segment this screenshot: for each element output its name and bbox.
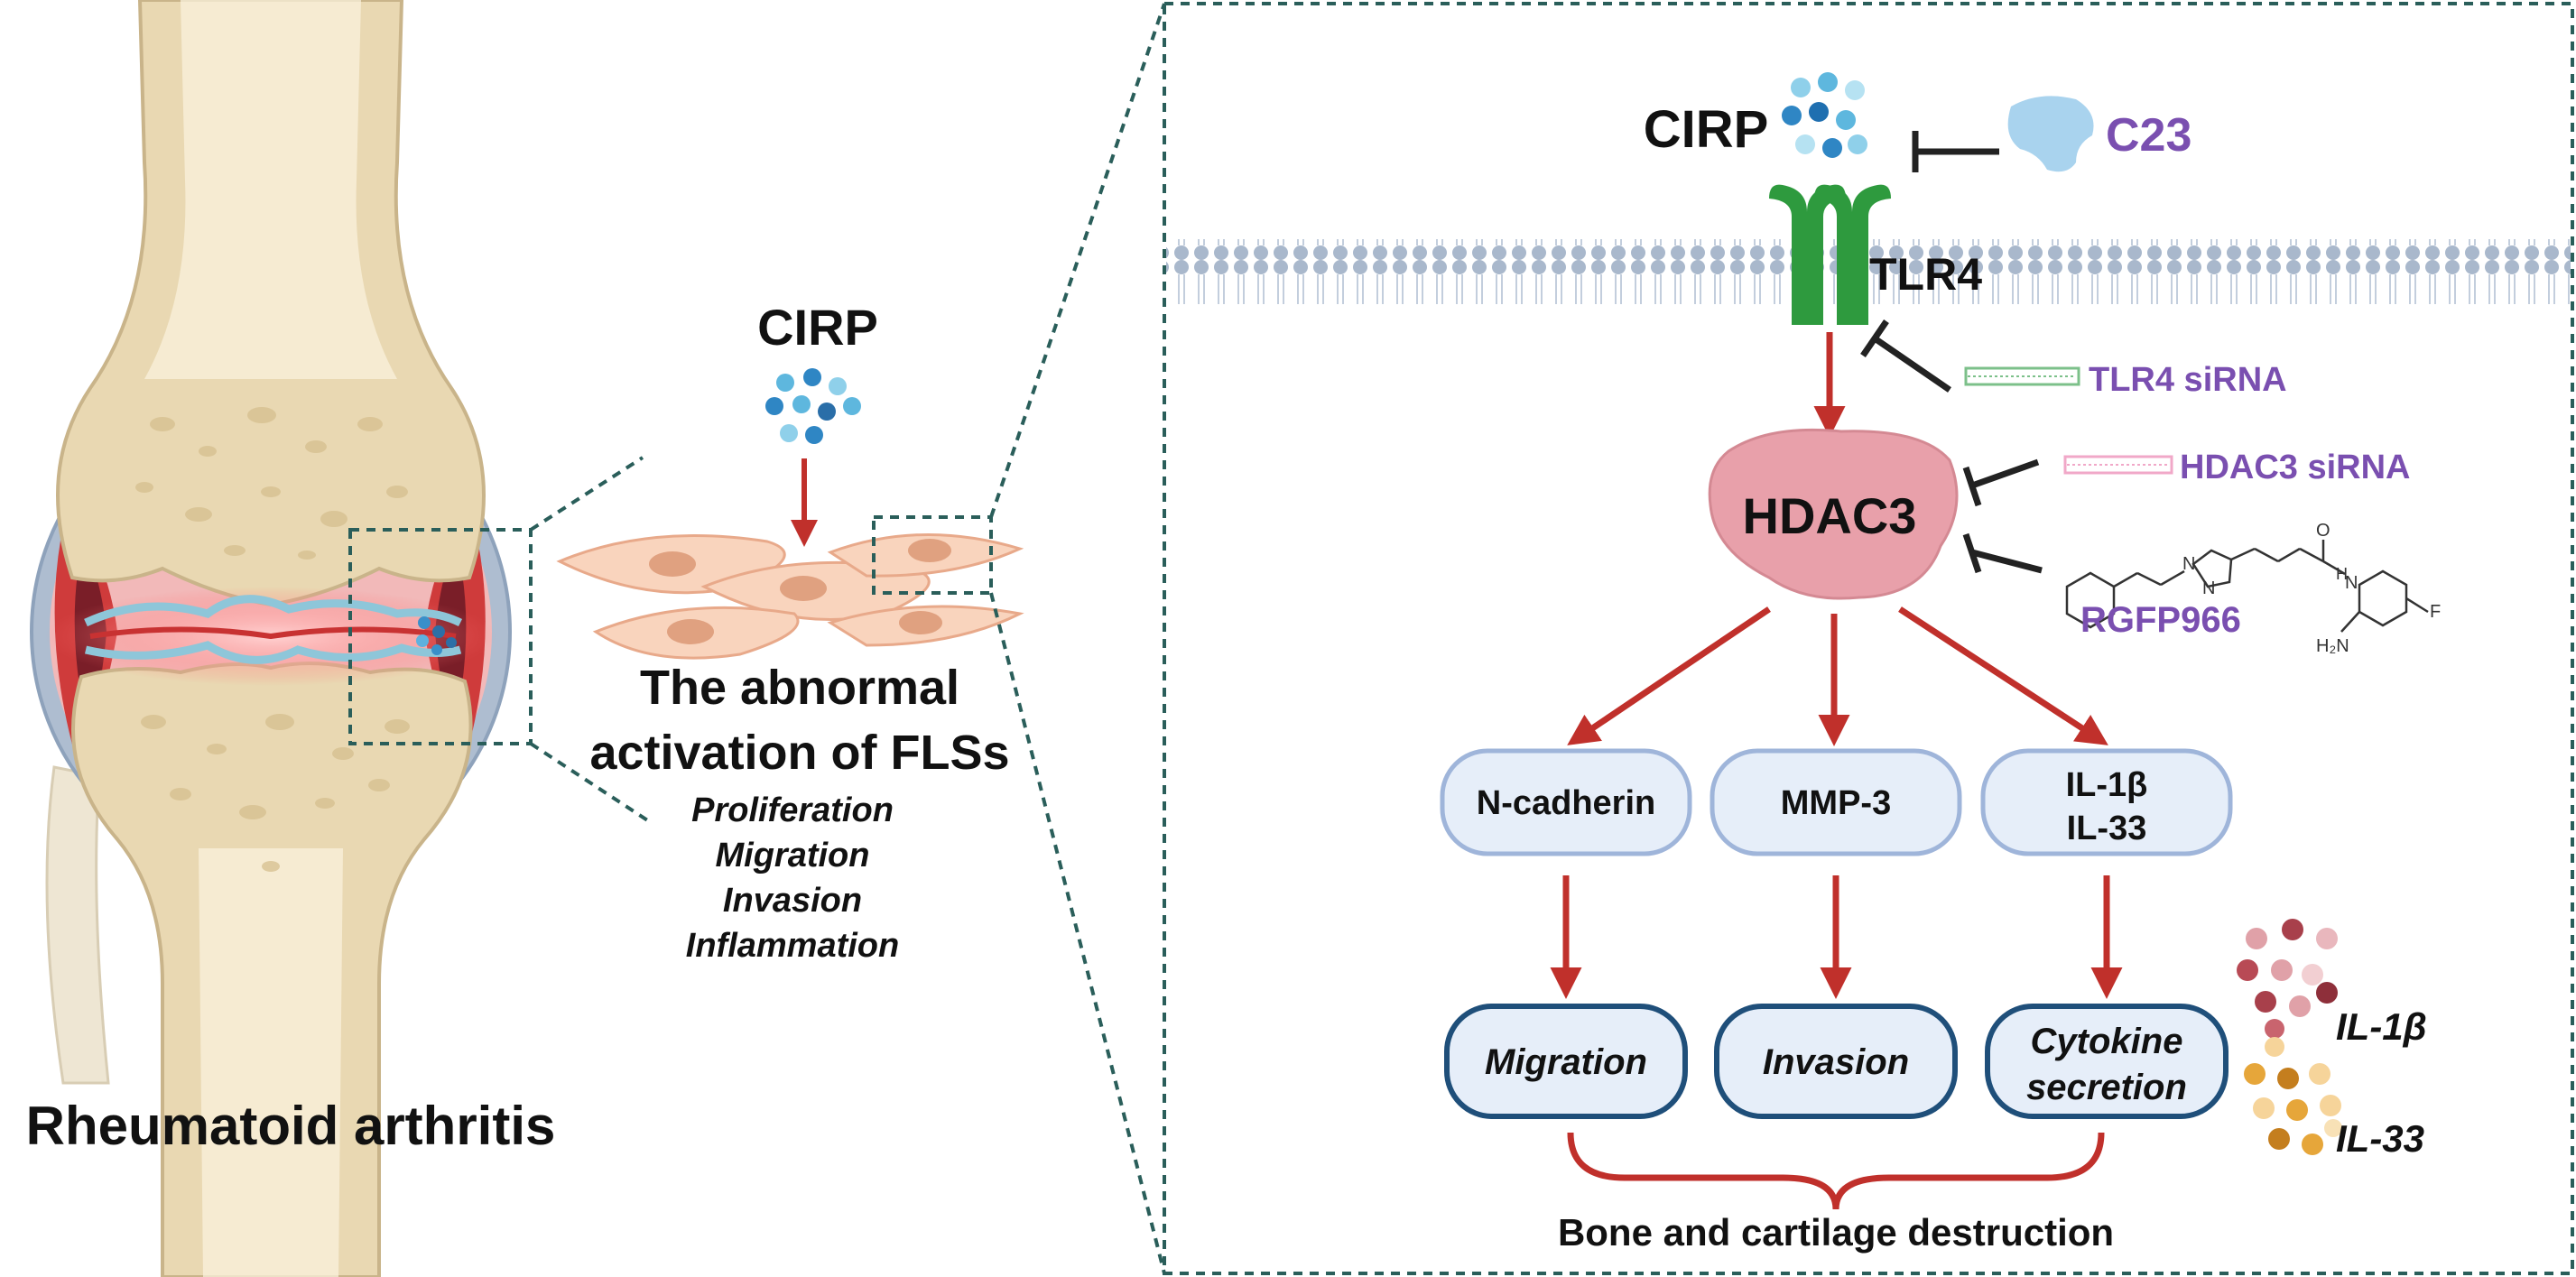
cirp-particles — [1782, 72, 1867, 158]
hdac3-to-il-arrow — [1898, 606, 2108, 745]
rgfp966-atom-n3: N — [2345, 573, 2358, 593]
rgfp966-inhibition-bar — [1962, 532, 1982, 574]
rgfp966-atom-n2: N — [2202, 578, 2215, 598]
target-il33-label: IL-33 — [2067, 810, 2147, 847]
tlr4-sirna-inhibition-line — [1873, 336, 1951, 393]
outcome-migration-label: Migration — [1485, 1042, 1647, 1082]
fls-effect-inflammation: Inflammation — [686, 927, 899, 965]
joint-space — [89, 626, 457, 640]
joint-zoom-box — [348, 528, 533, 745]
outcome-invasion — [1714, 1004, 1958, 1119]
il33-particles — [2244, 1037, 2342, 1155]
outcome-secretion-label: secretion — [2026, 1068, 2187, 1107]
zoom-line-lower — [529, 742, 653, 825]
rgfp966-atom-f: F — [2430, 602, 2441, 622]
fibroblast-like-synoviocytes — [556, 532, 1024, 660]
hdac3-sirna-inhibition-line — [1970, 458, 2040, 489]
hdac3-to-ncadherin-arrow — [1567, 606, 1771, 745]
hdac3-sirna-label: HDAC3 siRNA — [2180, 449, 2410, 486]
hdac3-sirna-icon — [2063, 455, 2173, 475]
fls-title-line2: activation of FLSs — [589, 726, 1009, 780]
fibula — [45, 765, 110, 1085]
fls-effect-migration: Migration — [716, 837, 870, 874]
rgfp966-atom-h: H — [2336, 565, 2348, 583]
mid-cirp-particles — [765, 368, 861, 444]
il33-cytokine-label: IL-33 — [2336, 1117, 2424, 1160]
cell-zoom-box — [872, 515, 993, 595]
fls-nucleus — [899, 611, 942, 634]
cartilage-upper — [84, 595, 463, 627]
target-ncadherin-label: N-cadherin — [1477, 784, 1655, 822]
fls-effect-proliferation: Proliferation — [691, 791, 894, 829]
fls-effect-invasion: Invasion — [723, 882, 862, 920]
final-outcome-label: Bone and cartilage destruction — [1558, 1211, 2114, 1254]
fls-nucleus — [667, 619, 714, 644]
cell-zoom-line-lower — [989, 592, 1166, 1274]
tibia-shaft-highlight — [199, 848, 343, 1277]
spongy-bone-texture — [135, 407, 410, 872]
rgfp966-structure-icon — [2065, 540, 2429, 633]
outcome-cytokine-secretion — [1985, 1004, 2229, 1119]
joint-cirp-dots — [416, 616, 457, 655]
outcome-migration — [1444, 1004, 1688, 1119]
knee-joint-illustration — [30, 0, 512, 1277]
hdac3-sirna-inhibition-bar — [1962, 466, 1982, 507]
target-il1b-label: IL-1β — [2066, 766, 2148, 804]
target-mmp3 — [1710, 748, 1962, 856]
fls-nucleus — [780, 576, 827, 601]
target-ncadherin — [1440, 748, 1692, 856]
rgfp966-atom-nh2: H₂N — [2316, 636, 2349, 656]
tlr4-receptor-icon — [1769, 184, 1891, 325]
mechanism-panel-border — [1163, 2, 2574, 1275]
cartilage-lower — [84, 641, 462, 664]
target-mmp3-label: MMP-3 — [1781, 784, 1891, 822]
hdac3-enzyme-icon — [1708, 428, 1959, 600]
tlr4-sirna-inhibition-bar — [1860, 319, 1889, 357]
rgfp966-atom-n1: N — [2182, 554, 2195, 574]
il1b-cytokine-label: IL-1β — [2336, 1005, 2427, 1048]
fls-title-line1: The abnormal — [640, 661, 959, 715]
zoom-line-upper — [529, 456, 644, 532]
rgfp966-inhibition-line — [1971, 549, 2043, 574]
outcome-invasion-label: Invasion — [1763, 1042, 1909, 1082]
outcome-brace — [1567, 1132, 2105, 1210]
tlr4-sirna-icon — [1964, 366, 2080, 386]
mid-cirp-label: CIRP — [757, 299, 878, 356]
tlr4-label: TLR4 — [1869, 249, 1982, 300]
femur-shaft-highlight — [144, 0, 397, 379]
target-il — [1980, 748, 2233, 856]
rgfp966-atom-o: O — [2316, 521, 2330, 541]
il1b-particles — [2237, 919, 2338, 1039]
tlr4-sirna-label: TLR4 siRNA — [2089, 361, 2287, 399]
fls-nucleus — [649, 551, 696, 577]
c23-peptide-icon — [2007, 96, 2094, 172]
c23-label: C23 — [2106, 109, 2191, 162]
cell-zoom-line-upper — [989, 3, 1166, 518]
outcome-cytokine-label: Cytokine — [2031, 1022, 2183, 1061]
hdac3-label: HDAC3 — [1743, 487, 1917, 544]
cirp-label: CIRP — [1644, 100, 1769, 159]
fls-nucleus — [908, 539, 951, 562]
disease-label: Rheumatoid arthritis — [26, 1096, 556, 1156]
rgfp966-label: RGFP966 — [2080, 600, 2241, 640]
